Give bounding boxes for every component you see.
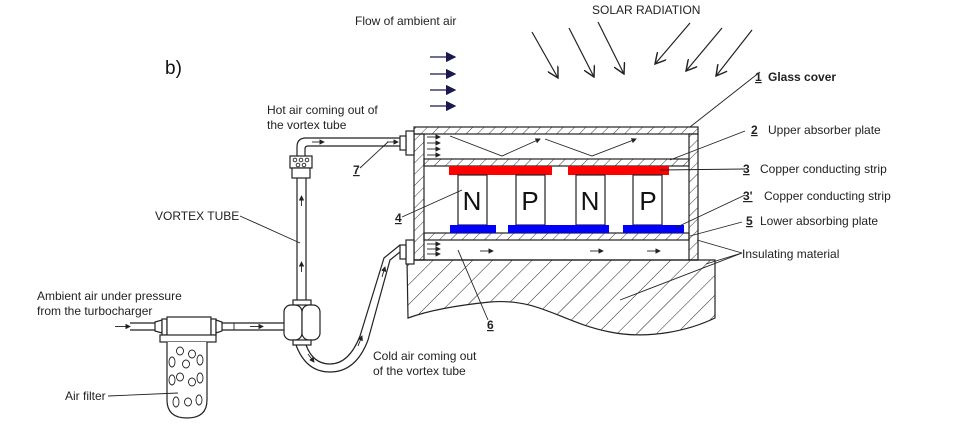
ambient-flow-label: Flow of ambient air bbox=[355, 14, 456, 28]
lower-channel-airflow bbox=[427, 241, 661, 257]
legend-num-2: 2 bbox=[751, 123, 758, 137]
legend-num-1: 1 bbox=[755, 70, 762, 84]
leg-label: N bbox=[581, 186, 600, 216]
legend-num-3: 3 bbox=[743, 162, 750, 176]
leg-label: P bbox=[639, 186, 656, 216]
cold-air-label-line1: Cold air coming out bbox=[373, 349, 477, 363]
supply-pipe bbox=[115, 322, 284, 331]
cold-air-pipe bbox=[295, 244, 401, 373]
insulating-base bbox=[406, 259, 716, 336]
hot-copper-strip bbox=[568, 166, 669, 175]
collector-housing bbox=[413, 126, 699, 261]
legend-num-3prime: 3' bbox=[743, 189, 753, 203]
solar-arrow bbox=[655, 22, 691, 64]
air-filter-leader bbox=[107, 392, 179, 397]
cold-air-label-line2: of the vortex tube bbox=[373, 364, 466, 378]
semiconductor-legs: N P N P bbox=[457, 174, 663, 226]
glass-cover bbox=[413, 126, 699, 135]
ambient-air-arrows bbox=[430, 51, 457, 112]
ambient-pressure-label-line2: from the turbocharger bbox=[37, 304, 152, 318]
leg-label: P bbox=[521, 186, 538, 216]
hot-air-pipe bbox=[296, 137, 400, 160]
vortex-chamber bbox=[283, 299, 321, 346]
p-leg bbox=[515, 174, 546, 226]
callout-6: 6 bbox=[487, 318, 494, 332]
solar-arrow bbox=[597, 21, 624, 74]
vortex-tube bbox=[296, 178, 307, 300]
ambient-pressure-label-line1: Ambient air under pressure bbox=[37, 289, 182, 303]
right-wall bbox=[688, 133, 699, 261]
callout-7: 7 bbox=[353, 163, 360, 177]
callout-7-leader bbox=[359, 141, 389, 169]
leg-label: N bbox=[463, 186, 482, 216]
vortex-tube-leader bbox=[239, 215, 301, 244]
vortex-tube-label: VORTEX TUBE bbox=[155, 209, 239, 223]
legend-text-5: Lower absorbing plate bbox=[760, 214, 878, 228]
solar-arrow bbox=[686, 27, 723, 71]
solar-radiation-label: SOLAR RADIATION bbox=[592, 3, 700, 17]
legend-num-5: 5 bbox=[746, 214, 753, 228]
callout-6-leader bbox=[457, 249, 489, 321]
hot-end-valve bbox=[289, 155, 313, 179]
p-leg bbox=[632, 174, 663, 226]
lower-absorbing-plate bbox=[423, 232, 690, 241]
cold-copper-strip bbox=[450, 225, 496, 233]
upper-absorber-plate bbox=[423, 158, 690, 167]
left-wall bbox=[413, 133, 425, 261]
inlet-fittings bbox=[399, 130, 415, 265]
cold-copper-strip bbox=[623, 225, 684, 233]
n-leg bbox=[575, 174, 606, 226]
hot-air-label-line2: the vortex tube bbox=[267, 118, 347, 132]
cold-copper-strip bbox=[508, 225, 609, 233]
legend-text-insulating: Insulating material bbox=[742, 247, 839, 261]
hot-air-label-line1: Hot air coming out of bbox=[267, 103, 378, 117]
legend-text-3prime: Copper conducting strip bbox=[764, 189, 891, 203]
legend: 1 Glass cover 2 Upper absorber plate 3 C… bbox=[619, 70, 891, 301]
solar-arrow bbox=[716, 29, 753, 76]
n-leg bbox=[457, 174, 488, 226]
legend-text-2: Upper absorber plate bbox=[768, 123, 881, 137]
solar-arrow bbox=[531, 31, 558, 78]
callout-4-leader bbox=[401, 189, 463, 218]
air-filter bbox=[154, 316, 223, 419]
solar-arrow bbox=[568, 27, 594, 77]
upper-channel-airflow bbox=[427, 134, 637, 158]
air-filter-label: Air filter bbox=[65, 389, 106, 403]
callout-4: 4 bbox=[395, 211, 402, 225]
solar-radiation-arrows bbox=[531, 21, 753, 78]
hot-copper-strip bbox=[449, 166, 552, 175]
panel-label: b) bbox=[165, 58, 182, 79]
legend-text-3: Copper conducting strip bbox=[760, 162, 887, 176]
legend-text-1: Glass cover bbox=[768, 70, 836, 84]
